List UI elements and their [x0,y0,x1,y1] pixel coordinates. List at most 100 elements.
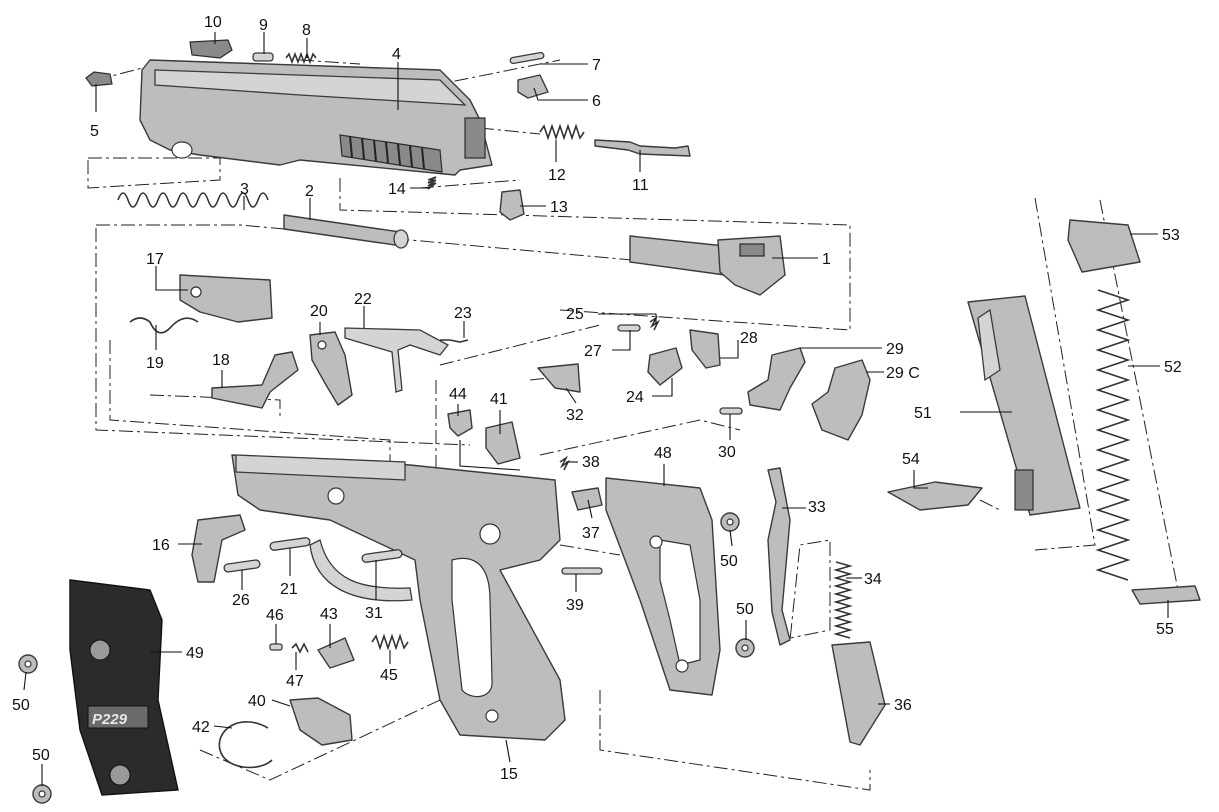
callout-23: 23 [454,305,472,322]
sight-pin [252,52,274,62]
callout-31: 31 [365,605,383,622]
callout-25: 25 [566,306,584,323]
part-40 [289,697,353,746]
callout-54: 54 [902,451,920,468]
grip-marking: P229 [92,711,128,728]
magazine-spring [1095,289,1131,581]
firing-pin [594,139,691,157]
part-41 [485,421,521,465]
callout-11: 11 [632,177,649,194]
slide-catch-lever [211,351,299,409]
callout-41: 41 [490,391,508,408]
callout-29: 29 [886,341,904,358]
callout-18: 18 [212,352,230,369]
callout-20: 20 [310,303,328,320]
locking-insert [179,274,273,323]
callout-1: 1 [822,251,831,268]
magazine-base-plate-top [1067,219,1141,273]
callout-50d: 50 [32,747,50,764]
pin-31 [361,549,403,563]
callout-numbers: 1 2 3 4 5 6 7 8 9 10 11 12 13 14 15 16 1… [12,14,1182,783]
spring-45 [371,633,409,651]
part-37 [571,487,603,511]
callout-21: 21 [280,581,298,598]
pin-26 [223,559,261,573]
callout-9: 9 [259,17,268,34]
callout-24: 24 [626,389,644,406]
callout-50a: 50 [720,553,738,570]
pin-21 [269,537,311,551]
pin-39 [561,567,603,575]
trigger-bar-spring [440,339,469,343]
callout-10: 10 [204,14,222,31]
callout-15: 15 [500,766,518,783]
hammer [309,331,353,406]
grip-screw-3 [18,654,38,674]
grip-panel-right [605,477,721,696]
callout-38: 38 [582,454,600,471]
part-44 [447,409,473,437]
magazine-tube [967,295,1081,516]
decocking-lever [191,514,246,583]
callout-51: 51 [914,405,932,422]
callout-50c: 50 [12,697,30,714]
pin-27 [617,324,641,332]
magazine-follower [1131,585,1201,605]
callout-43: 43 [320,606,338,623]
hammer-29c [811,359,871,441]
callout-37: 37 [582,525,600,542]
grip-panel-left: P229 [69,579,179,796]
callout-13: 13 [550,199,568,216]
callout-44: 44 [449,386,467,403]
callout-40: 40 [248,693,266,710]
sear-plate [689,329,721,369]
callout-16: 16 [152,537,170,554]
callout-14: 14 [388,181,406,198]
callout-52: 52 [1164,359,1182,376]
callout-17: 17 [146,251,164,268]
magazine-floor-plate [887,481,983,511]
spring-38 [559,455,571,471]
callout-53: 53 [1162,227,1180,244]
safety-block [499,189,525,221]
frame [231,454,566,741]
callout-3: 3 [240,181,249,198]
part-36 [831,641,886,746]
recoil-guide-rod [283,214,409,249]
slide-catch-spring [129,317,199,334]
callout-33: 33 [808,499,826,516]
leader-lines [23,32,1169,786]
front-sight [85,71,113,87]
spring-42 [218,721,273,769]
part-32 [537,363,581,393]
callout-27: 27 [584,343,602,360]
callout-28: 28 [740,330,758,347]
callout-55: 55 [1156,621,1174,638]
extractor-pin [509,51,545,65]
callout-2: 2 [305,183,314,200]
part-33 [767,467,791,646]
callout-19: 19 [146,355,164,372]
sight-spring [285,51,317,65]
callout-46: 46 [266,607,284,624]
recoil-spring [117,192,269,208]
assembly-guide-lines [87,59,1181,791]
callout-32: 32 [566,407,584,424]
barrel [629,235,786,296]
grip-screw-1 [720,512,740,532]
callout-6: 6 [592,93,601,110]
trigger-bar [344,327,449,393]
callout-45: 45 [380,667,398,684]
callout-26: 26 [232,592,250,609]
callout-48: 48 [654,445,672,462]
callout-29c: 29 C [886,365,920,382]
callout-39: 39 [566,597,584,614]
pin-30 [719,407,743,415]
grip-screw-4 [32,784,52,804]
callout-12: 12 [548,167,566,184]
grip-screw-2 [735,638,755,658]
rear-sight [189,39,233,59]
spring-25 [649,315,661,331]
safety-spring [427,176,437,190]
callout-36: 36 [894,697,912,714]
